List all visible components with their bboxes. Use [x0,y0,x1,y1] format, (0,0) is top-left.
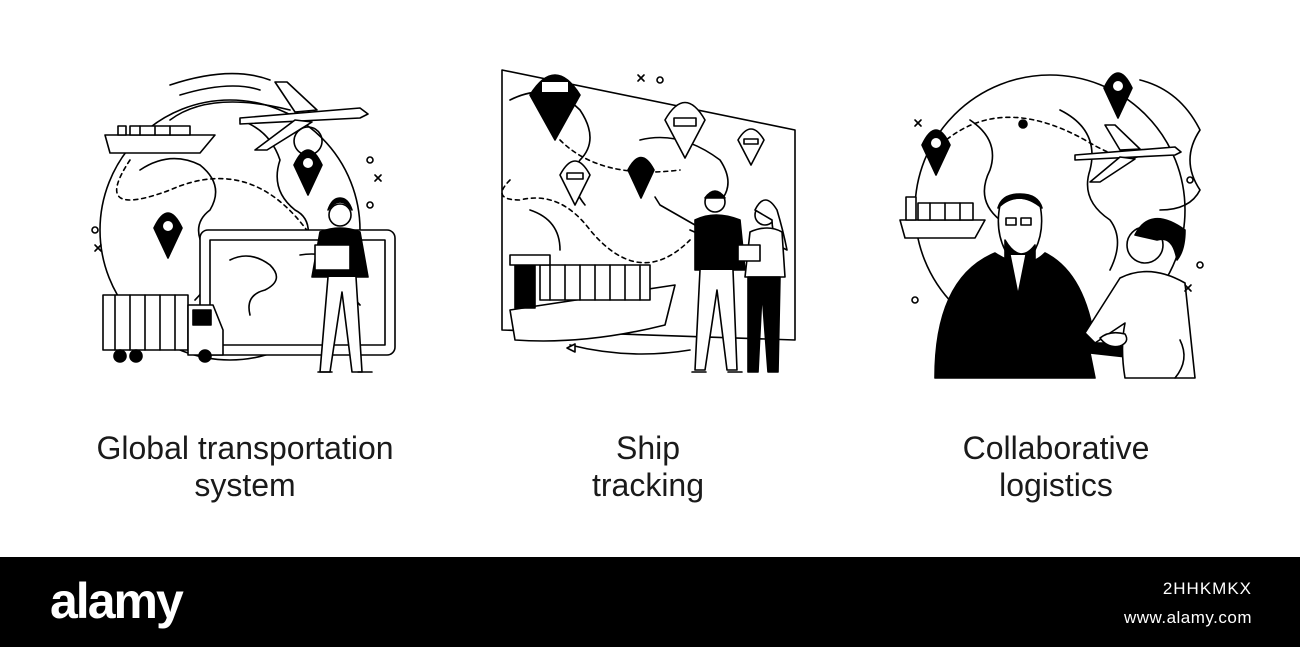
alamy-logo: alamy [50,573,184,629]
caption-line: logistics [999,467,1113,503]
image-id: 2HHKMKX [1162,579,1252,598]
caption-line: Ship [615,430,681,466]
caption-collaborative-logistics: Collaborative logistics [856,430,1256,504]
caption-line: Global transportation [96,430,394,466]
caption-line: tracking [591,467,705,503]
caption-line: Collaborative [962,430,1150,466]
caption-line: system [194,467,296,503]
global-transportation-illustration [70,60,430,390]
site-url: www.alamy.com [1123,608,1252,627]
ship-tracking-illustration [470,60,830,390]
collaborative-logistics-illustration [880,60,1240,390]
caption-global-transportation: Global transportation system [45,430,445,504]
watermark-bar: alamy 2HHKMKX www.alamy.com [0,557,1300,647]
caption-ship-tracking: Ship tracking [448,430,848,504]
